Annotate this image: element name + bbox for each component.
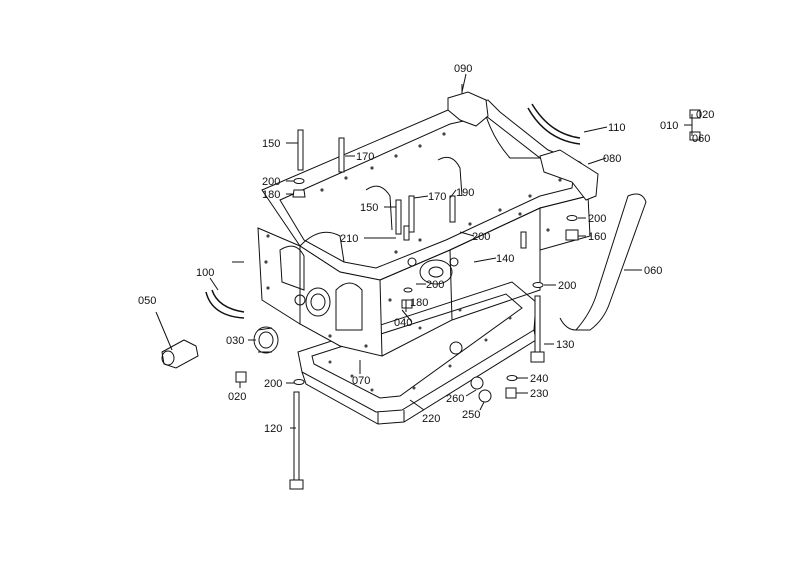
label-150-left: 150 xyxy=(262,138,280,150)
label-120: 120 xyxy=(264,423,282,435)
label-170-center: 170 xyxy=(428,191,446,203)
label-260: 260 xyxy=(446,393,464,405)
washers-and-nuts xyxy=(235,109,701,403)
stud-150-center xyxy=(395,199,402,235)
label-080: 080 xyxy=(603,153,621,165)
label-200-c: 200 xyxy=(588,213,606,225)
label-250: 250 xyxy=(462,409,480,421)
label-200-a: 200 xyxy=(262,176,280,188)
label-020-top: 020 xyxy=(696,109,714,121)
label-240: 240 xyxy=(530,373,548,385)
label-200-e: 200 xyxy=(558,280,576,292)
plug-050 xyxy=(161,339,199,369)
label-180-a: 180 xyxy=(262,189,280,201)
label-040: 040 xyxy=(394,317,412,329)
stud-150-left xyxy=(297,129,304,171)
label-210: 210 xyxy=(340,233,358,245)
oil-seal-030 xyxy=(253,326,279,354)
oil-pan xyxy=(297,281,537,425)
label-160: 160 xyxy=(588,231,606,243)
hose-060 xyxy=(559,193,647,331)
crankcase-block xyxy=(257,99,597,357)
stud-170-left xyxy=(338,137,345,173)
stud-170-center xyxy=(408,195,415,233)
label-050: 050 xyxy=(138,295,156,307)
part-labels: 090 110 080 150 170 200 180 150 170 190 … xyxy=(138,63,714,435)
label-060-top: 060 xyxy=(692,133,710,145)
leader-lines xyxy=(155,73,693,429)
bolt-130 xyxy=(530,295,545,363)
label-200-b: 200 xyxy=(472,231,490,243)
label-180-b: 180 xyxy=(410,297,428,309)
label-220: 220 xyxy=(422,413,440,425)
label-170-left: 170 xyxy=(356,151,374,163)
label-200-d: 200 xyxy=(426,279,444,291)
label-140: 140 xyxy=(496,253,514,265)
label-110: 110 xyxy=(608,122,626,134)
label-130: 130 xyxy=(556,339,574,351)
thrust-washer-110 xyxy=(527,103,581,145)
label-200-f: 200 xyxy=(264,378,282,390)
label-070: 070 xyxy=(352,375,370,387)
bearing-cap-080 xyxy=(539,149,599,201)
label-190: 190 xyxy=(456,187,474,199)
label-020-bottom: 020 xyxy=(228,391,246,403)
bolt-120 xyxy=(289,391,304,490)
thrust-washer-100 xyxy=(205,289,245,319)
label-060-hose: 060 xyxy=(644,265,662,277)
label-090: 090 xyxy=(454,63,472,75)
label-150-center: 150 xyxy=(360,202,378,214)
label-010: 010 xyxy=(660,120,678,132)
label-100: 100 xyxy=(196,267,214,279)
bearing-cap-090 xyxy=(447,84,489,127)
label-230: 230 xyxy=(530,388,548,400)
label-030: 030 xyxy=(226,335,244,347)
stud-190 xyxy=(449,195,456,223)
